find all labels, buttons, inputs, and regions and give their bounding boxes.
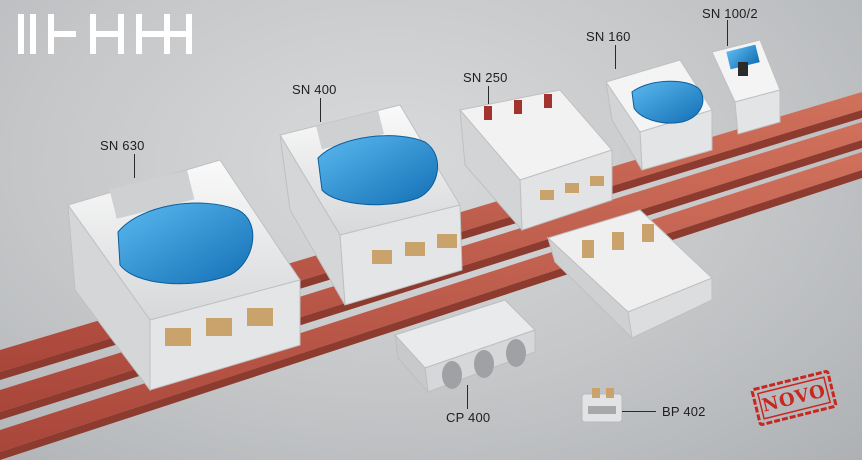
sn400-fuse-switch <box>279 104 463 306</box>
novo-stamp: NOVO <box>748 366 840 429</box>
cp400-leader <box>467 385 468 409</box>
label-sn400: SN 400 <box>292 82 337 97</box>
label-cp400: CP 400 <box>446 410 491 425</box>
sn160-leader <box>615 45 616 69</box>
label-sn160: SN 160 <box>586 29 631 44</box>
sn160-fuse-switch <box>605 59 713 171</box>
sn400-leader <box>320 98 321 122</box>
brand-logo <box>18 14 192 54</box>
sn250-fuse-base <box>459 89 613 232</box>
open-fuse-base <box>547 209 713 340</box>
label-bp402: BP 402 <box>662 404 706 419</box>
sn100-2-fuse-switch <box>711 39 781 135</box>
sn630-fuse-switch <box>67 159 301 392</box>
sn630-leader <box>134 154 135 178</box>
bp402-terminal <box>581 388 623 423</box>
sn250-leader <box>488 86 489 104</box>
sn100-2-leader <box>727 20 728 46</box>
bp402-leader <box>622 411 656 412</box>
cp400-cover <box>394 299 536 394</box>
stamp-border <box>750 370 838 426</box>
label-sn100-2: SN 100/2 <box>702 6 758 21</box>
label-sn630: SN 630 <box>100 138 145 153</box>
label-sn250: SN 250 <box>463 70 508 85</box>
